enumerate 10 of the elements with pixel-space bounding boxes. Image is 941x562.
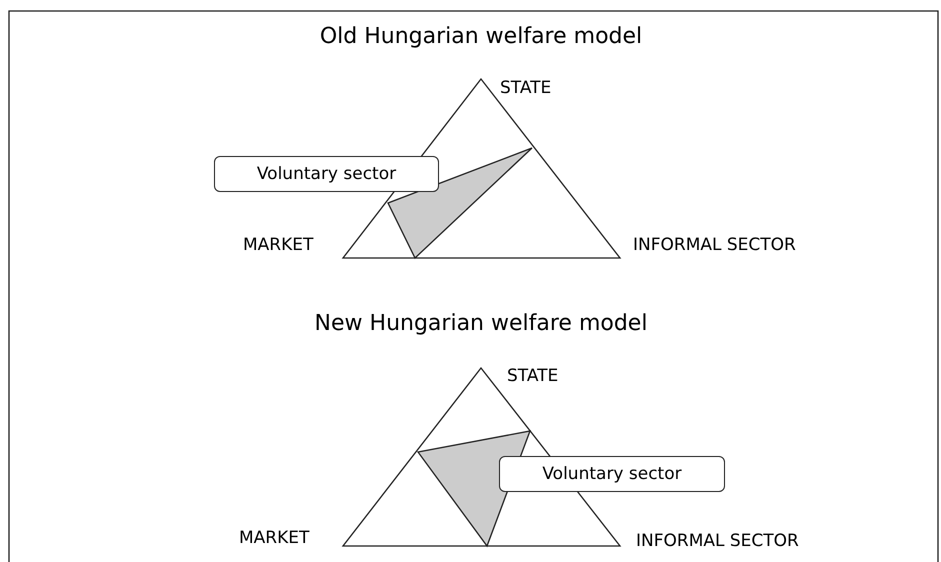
corner-label: INFORMAL SECTOR: [633, 234, 796, 255]
corner-label: MARKET: [243, 234, 314, 255]
corner-label: STATE: [500, 78, 552, 98]
corner-label: INFORMAL SECTOR: [636, 530, 799, 551]
label-box: Voluntary sector: [499, 456, 725, 492]
corner-label: MARKET: [239, 528, 310, 548]
corner-label: STATE: [507, 366, 558, 386]
label-box: Voluntary sector: [214, 156, 439, 192]
panel-title: New Hungarian welfare model: [314, 310, 648, 336]
panel-title: Old Hungarian welfare model: [320, 24, 642, 49]
